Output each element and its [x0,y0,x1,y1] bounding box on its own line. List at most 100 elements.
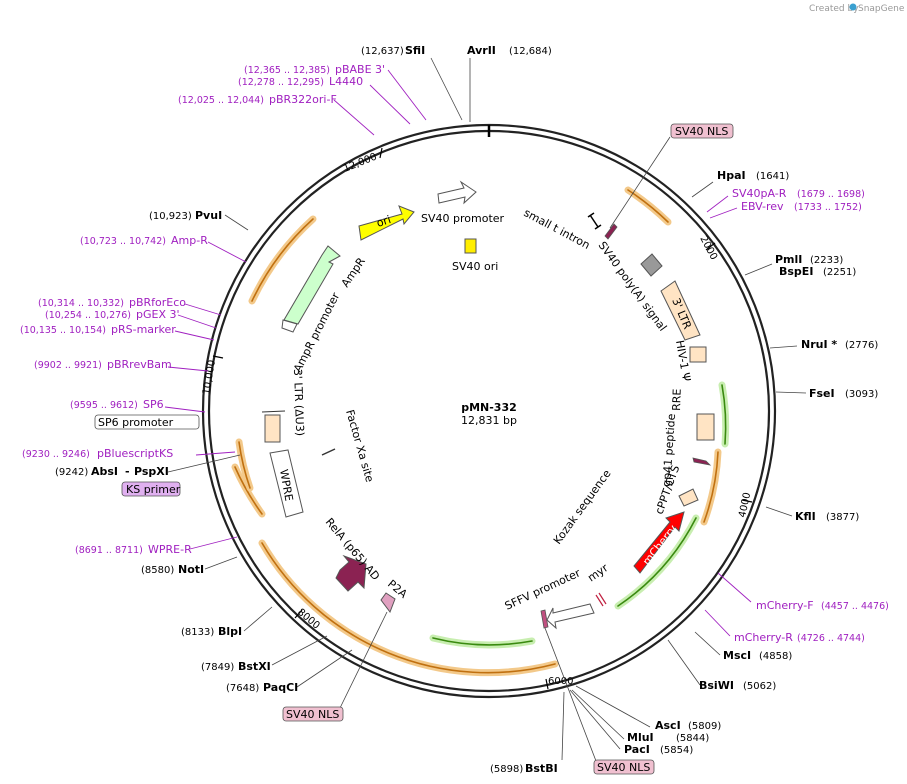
primer-amp-r[interactable]: Amp-R [171,234,208,247]
primer-ebv-rev[interactable]: EBV-rev [741,200,784,213]
primer-pbabe3[interactable]: pBABE 3' [335,63,385,76]
site-blpi[interactable]: BlpI [218,625,242,638]
site-fsei[interactable]: FseI [809,387,835,400]
site-pos-bsiwi: (5062) [743,681,776,692]
primer-range-pbr322ori: (12,025 .. 12,044) [178,95,264,106]
site-pos-paci: (5854) [660,745,693,756]
nls-leader-left [339,611,388,709]
nls-box-bottom [593,759,655,775]
site-absi[interactable]: AbsI [91,465,118,478]
site-pos-bstxi: (7849) [201,662,234,673]
site-nrui[interactable]: NruI * [801,338,837,351]
primer-wpre-r[interactable]: WPRE-R [148,543,192,556]
ks-primer-label[interactable]: KS primer [126,483,181,496]
site-bstbi[interactable]: BstBI [525,762,558,775]
brand-name: SnapGene [858,4,905,14]
primer-range-l4440: (12,278 .. 12,295) [238,77,324,88]
site-hpai[interactable]: HpaI [717,169,746,182]
site-pvui[interactable]: PvuI [195,209,222,222]
site-pos-avrii: (12,684) [509,46,552,57]
sp6-promoter-box [94,414,200,430]
wpre-label: WPRE [277,468,295,502]
primer-range-pbluescriptks: (9230 .. 9246) [22,449,90,460]
site-pos-bspei: (2251) [823,267,856,278]
site-leaders [167,57,807,761]
sv40-promoter-arrow [437,180,477,205]
site-asci[interactable]: AscI [655,719,681,732]
site-msci[interactable]: MscI [723,649,751,662]
nls-box-left [282,706,344,722]
primer-range-mcherry-r: (4726 .. 4744) [797,633,865,644]
primer-range-pbrforeco: (10,314 .. 10,332) [38,298,124,309]
site-bstxi[interactable]: BstXI [238,660,271,673]
cppt-label: cPPT/CTS [653,464,683,517]
sv40-ori-label: SV40 ori [452,260,498,273]
site-pos-pvui: (10,923) [149,211,192,222]
primer-mcherry-r[interactable]: mCherry-R [734,631,793,644]
site-mlui[interactable]: MluI [627,731,654,744]
factor-xa-label: Factor Xa site [343,408,376,484]
nls-leader-bottom [544,627,597,762]
site-pos-blpi: (8133) [181,627,214,638]
sv40-promoter-label: SV40 promoter [421,212,505,225]
mcherry-label: mCherry [640,522,680,568]
primer-l4440[interactable]: L4440 [329,75,363,88]
site-paci[interactable]: PacI [624,743,650,756]
primer-sv40pa-r[interactable]: SV40pA-R [732,187,787,200]
ltr3-box [660,280,701,341]
site-pos-asci: (5809) [688,721,721,732]
primer-pbrforeco[interactable]: pBRforEco [129,296,186,309]
primer-range-sv40pa-r: (1679 .. 1698) [797,189,865,200]
site-noti[interactable]: NotI [178,563,204,576]
nls-label-left[interactable]: SV40 NLS [286,708,339,721]
primer-range-pbabe3: (12,365 .. 12,385) [244,65,330,76]
primer-pbluescriptks[interactable]: pBluescriptKS [97,447,173,460]
rre-label: RRE [670,388,684,411]
site-pspxi[interactable]: PspXI [134,465,169,478]
ks-primer-box [121,481,181,497]
plasmid-name: pMN-332 [461,401,517,414]
site-bsiwi[interactable]: BsiWI [699,679,734,692]
sp6-promoter-label[interactable]: SP6 promoter [98,416,174,429]
ltr-du3-box [264,414,281,443]
rela-arrow [335,554,367,592]
myr-label: myr [585,561,611,584]
primer-sp6[interactable]: SP6 [143,398,164,411]
primer-prs-marker[interactable]: pRS-marker [111,323,176,336]
primer-mcherry-f[interactable]: mCherry-F [756,599,814,612]
primer-range-prs-marker: (10,135 .. 10,154) [20,325,106,336]
site-paqci[interactable]: PaqCI [263,681,298,694]
ltr-du3-label: 3' LTR (ΔU3) [291,369,306,437]
ori-label: ori [375,213,393,230]
primer-pbr322ori[interactable]: pBR322ori-F [269,93,337,106]
nls-label-bottom[interactable]: SV40 NLS [597,761,650,774]
brand-prefix: Created by [809,4,859,14]
sv40-ori-box [464,238,477,254]
ampr-label: AmpR [339,255,368,290]
site-avrii[interactable]: AvrII [467,44,496,57]
sffv-promoter-label: SFFV promoter [503,566,583,613]
site-pmli[interactable]: PmlI [775,253,802,266]
cppt-box [678,488,699,507]
plasmid-size: 12,831 bp [461,414,517,427]
mcherry-arrow [633,511,685,574]
site-pos-fsei: (3093) [845,389,878,400]
site-sfii[interactable]: SfiI [405,44,425,57]
site-pos-paqci: (7648) [226,683,259,694]
site-bspei[interactable]: BspEI [779,265,813,278]
site-pos-hpai: (1641) [756,171,789,182]
small-t-intron-icon [587,212,602,230]
nls-box-top [670,123,734,139]
small-feature-marker [604,223,618,240]
primer-range-wpre-r: (8691 .. 8711) [75,545,143,556]
tick-label-10000: 10,000 [201,359,218,395]
site-kfli[interactable]: KflI [795,510,816,523]
tick-marks [212,147,753,690]
primer-pgex3[interactable]: pGEX 3' [136,308,180,321]
primer-pbrrevbam[interactable]: pBRrevBam [107,358,172,371]
nls-label-top[interactable]: SV40 NLS [675,125,728,138]
small-marker-sffv [540,609,549,629]
ampr-promoter-arrow [281,319,298,333]
primer-range-pbrrevbam: (9902 .. 9921) [34,360,102,371]
